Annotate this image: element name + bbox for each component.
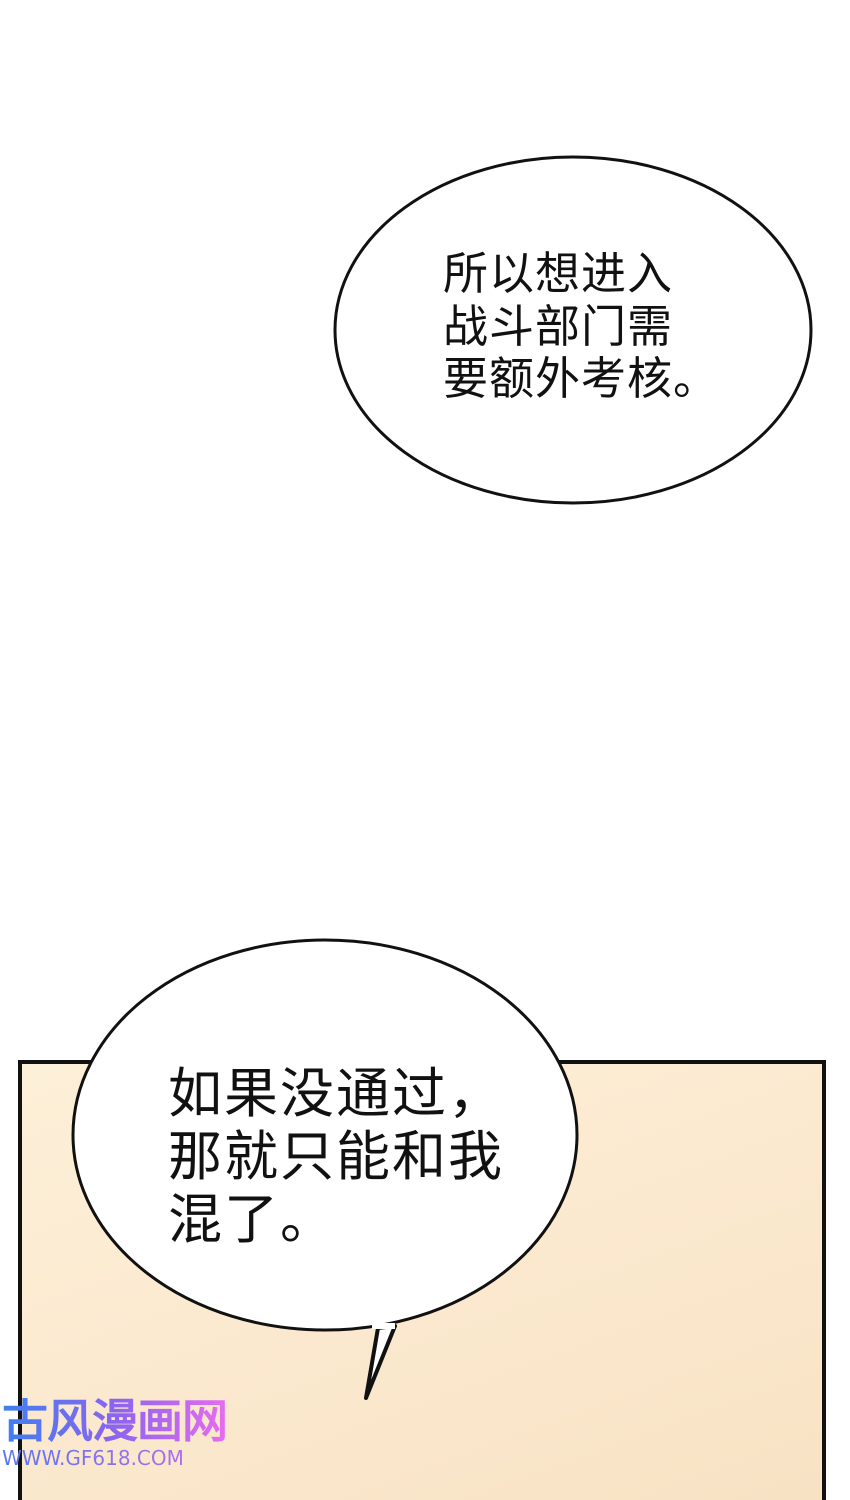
speech-bubble-bottom [71, 938, 579, 1332]
watermark-title: 古风漫画网 [2, 1394, 228, 1448]
speech-bubble-top [333, 155, 813, 505]
watermark: 古风漫画网 WWW.GF618.COM [2, 1394, 228, 1468]
bubble-text-top: 所以想进入 战斗部门需 要额外考核。 [443, 247, 720, 406]
bubble-tail [364, 1324, 397, 1400]
bubble-text-bottom: 如果没通过， 那就只能和我 混了。 [168, 1062, 504, 1252]
watermark-url: WWW.GF618.COM [2, 1448, 227, 1468]
